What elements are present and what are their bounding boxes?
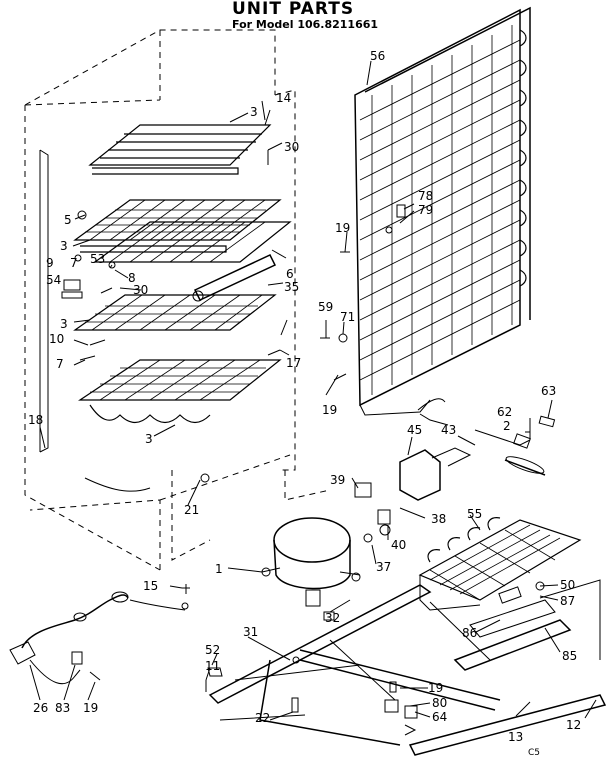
part-label-12: 12 [566,718,581,732]
part-label-78: 78 [418,189,433,203]
power-cord [9,591,186,685]
evaporator-coil-upper-grid [73,199,292,263]
part-label-45: 45 [407,423,422,437]
part-label-54: 54 [46,273,61,287]
leader-lines [29,60,597,721]
part-label-7: 7 [70,256,78,270]
part-label-39: 39 [330,473,345,487]
lower-condenser-coil [418,517,601,660]
part-label-1: 1 [215,562,223,576]
part-label-43: 43 [441,423,456,437]
part-label-71: 71 [340,310,355,324]
part-label-56: 56 [370,49,385,63]
condenser-coil [354,6,531,416]
part-label-10: 10 [49,332,64,346]
part-label-11: 11 [205,659,220,673]
accumulator-tube [192,254,277,302]
part-label-3: 3 [250,105,258,119]
part-label-5: 5 [64,213,72,227]
part-label-80: 80 [432,696,447,710]
corner-code: C5 [528,748,540,758]
fastener-parts-left [61,109,271,361]
part-label-8: 8 [128,271,136,285]
diagram-title: UNIT PARTS [232,0,355,19]
part-label-59: 59 [318,300,333,314]
part-label-52: 52 [205,643,220,657]
part-label-6: 6 [286,267,294,281]
cabinet-outline [24,29,331,571]
part-label-3: 3 [60,239,68,253]
part-label-21: 21 [184,503,199,517]
part-label-14: 14 [276,91,291,105]
part-label-19: 19 [83,701,98,715]
thermostat-control [417,398,556,476]
part-label-79: 79 [418,203,433,217]
part-label-31: 31 [243,625,258,639]
part-label-37: 37 [376,560,391,574]
part-label-30: 30 [133,283,148,297]
evaporator-coil-top [88,124,272,175]
compressor [261,517,361,607]
evaporator-coil-middle [73,294,277,331]
part-label-19: 19 [335,221,350,235]
part-label-3: 3 [145,432,153,446]
evaporator-coil-bottom [78,359,282,424]
part-label-26: 26 [33,701,48,715]
part-label-64: 64 [432,710,447,724]
part-label-55: 55 [467,507,482,521]
part-label-19: 19 [428,681,443,695]
part-label-85: 85 [562,649,577,663]
relay-and-overload [354,447,472,543]
base-frame [208,584,607,756]
part-label-35: 35 [284,280,299,294]
part-label-50: 50 [560,578,575,592]
part-label-30: 30 [284,140,299,154]
part-label-32: 32 [325,611,340,625]
part-label-9: 9 [46,256,54,270]
part-label-53: 53 [90,252,105,266]
part-label-22: 22 [255,711,270,725]
part-label-15: 15 [143,579,158,593]
part-label-83: 83 [55,701,70,715]
part-label-19: 19 [322,403,337,417]
part-label-7: 7 [56,357,64,371]
part-label-87: 87 [560,594,575,608]
part-label-40: 40 [391,538,406,552]
part-label-38: 38 [431,512,446,526]
part-label-2: 2 [503,419,511,433]
part-label-18: 18 [28,413,43,427]
model-number: For Model 106.8211661 [232,18,379,31]
part-label-62: 62 [497,405,512,419]
part-label-86: 86 [462,626,477,640]
part-label-3: 3 [60,317,68,331]
part-number-labels: 14 3 30 56 5 78 79 19 3 9 53 7 8 6 54 35… [28,49,581,758]
part-label-63: 63 [541,384,556,398]
part-label-17: 17 [286,356,301,370]
part-label-13: 13 [508,730,523,744]
